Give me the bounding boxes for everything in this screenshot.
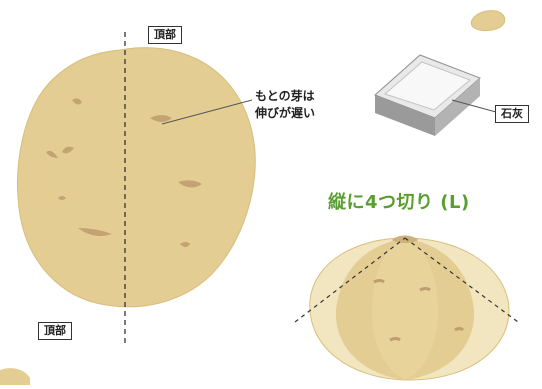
potato-piece	[470, 10, 506, 31]
eye-spot	[78, 228, 112, 236]
lime-leader-line	[451, 99, 497, 113]
label-top-lower: 頂部	[38, 322, 72, 340]
eye-spot	[46, 150, 58, 158]
label-lime: 石灰	[495, 105, 529, 123]
sprout-note-line-2: 伸びが遅い	[255, 106, 316, 120]
sprout-leader-line	[161, 99, 253, 125]
eye-spot	[72, 98, 82, 105]
lime-tray	[374, 54, 481, 136]
potato-hint	[0, 368, 30, 385]
label-top-upper: 頂部	[148, 26, 182, 44]
eye-spot	[58, 196, 66, 200]
eye-spot	[62, 146, 74, 154]
eye-spot	[150, 115, 172, 122]
potato-eyes	[46, 98, 202, 247]
quartered-potato	[309, 235, 510, 381]
cut-line-left	[294, 237, 406, 323]
sprout-note: もとの芽は 伸びが遅い	[255, 88, 315, 122]
whole-potato	[17, 47, 256, 308]
eye-spot	[180, 242, 190, 247]
eye-spot	[178, 180, 202, 188]
sprout-note-line-1: もとの芽は	[255, 89, 315, 103]
cut-method-title: 縦に4つ切り (L)	[328, 192, 470, 213]
